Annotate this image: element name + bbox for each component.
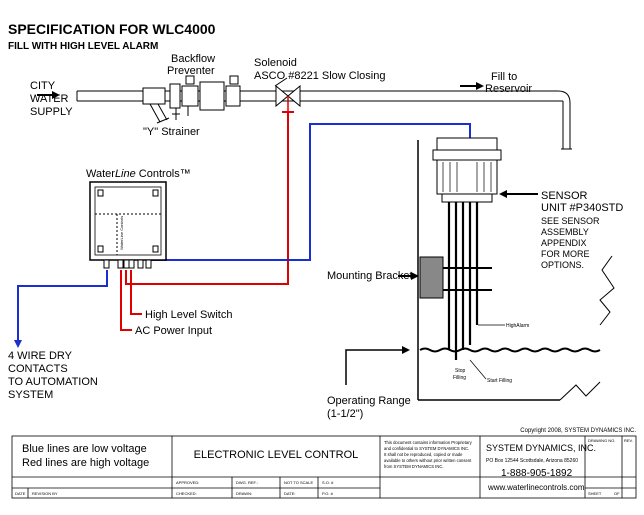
legend-red: Red lines are high voltage (22, 457, 149, 469)
date-col-header: DATE (15, 491, 26, 496)
sensor-label-5: APPENDIX (541, 238, 587, 248)
city-label-2: WATER (30, 93, 69, 105)
sensor-arrowhead (499, 190, 507, 198)
backflow-label-1: Backflow (171, 53, 215, 65)
revision-by-header: REVISION BY (32, 491, 58, 496)
high-level-switch-label: High Level Switch (145, 309, 232, 321)
approved-field: APPROVED: (176, 480, 199, 485)
mounting-bracket-label: Mounting Bracket (327, 270, 413, 282)
sensor-label-6: FOR MORE (541, 249, 590, 259)
page-title: SPECIFICATION FOR WLC4000 (8, 21, 216, 37)
company-website: www.waterlinecontrols.com (487, 483, 585, 492)
high-alarm-label: HighAlarm (506, 323, 529, 329)
start-filling-pointer (469, 359, 487, 380)
ac-power-label: AC Power Input (135, 325, 212, 337)
strainer-label: "Y" Strainer (143, 126, 200, 138)
high-level-switch-wire (130, 270, 142, 315)
sensor-label-7: OPTIONS. (541, 260, 584, 270)
contacts-label-1: 4 WIRE DRY (8, 350, 73, 362)
fill-label-1: Fill to (491, 71, 517, 83)
notice-line-2: and confidential to SYSTEM DYNAMICS INC. (384, 446, 469, 451)
stop-filling-label-1: Stop (455, 368, 466, 374)
contacts-label-3: TO AUTOMATION (8, 376, 98, 388)
solenoid-valve (274, 77, 301, 113)
sensor-label-1: SENSOR (541, 190, 588, 202)
sheet-field: SHEET (588, 491, 602, 496)
high-voltage-wire-solenoid (125, 112, 289, 285)
city-label-1: CITY (30, 80, 56, 92)
stop-filling-label-2: Filling (453, 375, 466, 381)
company-phone: 1-888-905-1892 (501, 468, 573, 479)
city-label-3: SUPPLY (30, 106, 73, 118)
controls-title: WaterLine Controls™ (86, 168, 191, 180)
rev-field: REV. (624, 438, 633, 443)
backflow-label-2: Preventer (167, 65, 215, 77)
notice-line-3: It shall not be reproduced, copied or ma… (384, 452, 463, 457)
flow-arrows (37, 82, 484, 99)
drawing-title: ELECTRONIC LEVEL CONTROL (194, 449, 359, 461)
drawn-field: DRAWN: (236, 491, 252, 496)
sensor-label-2: UNIT #P340STD (541, 202, 623, 214)
bracket-arrowhead (411, 272, 419, 280)
sensor-label-3: SEE SENSOR (541, 216, 600, 226)
solenoid-label-2: ASCO #8221 Slow Closing (254, 70, 385, 82)
contacts-label-4: SYSTEM (8, 389, 53, 401)
low-voltage-wire-sensor (150, 123, 471, 261)
of-field: OF (614, 491, 620, 496)
company-name: SYSTEM DYNAMICS, INC. (486, 443, 596, 453)
sensor-label-4: ASSEMBLY (541, 227, 589, 237)
page-subtitle: FILL WITH HIGH LEVEL ALARM (8, 41, 158, 52)
panel-side-text: WaterLine Controls (119, 216, 124, 250)
date-field: DATE: (284, 491, 295, 496)
range-pointer (345, 349, 403, 385)
start-filling-label: Start Filling (487, 378, 512, 384)
notice-line-4: available to others without prior writte… (384, 458, 472, 463)
so-field: S.O. # (322, 480, 334, 485)
solenoid-label-1: Solenoid (254, 57, 297, 69)
sensor-unit (419, 137, 505, 360)
notice-line-1: This document contains information Propr… (384, 440, 473, 445)
notice-line-5: from SYSTEM DYNAMICS INC. (384, 464, 444, 469)
automation-arrow (14, 340, 22, 348)
contacts-label-2: CONTACTS (8, 363, 68, 375)
low-voltage-wire-automation (17, 270, 108, 340)
reservoir-tank (417, 140, 615, 401)
backflow-preventer (169, 75, 241, 120)
range-label-1: Operating Range (327, 395, 411, 407)
fill-label-2: Reservoir (485, 83, 532, 95)
legend-blue: Blue lines are low voltage (22, 443, 147, 455)
y-strainer (142, 87, 170, 124)
water-surface (419, 347, 601, 353)
range-label-2: (1-1/2") (327, 408, 363, 420)
ac-power-wire (120, 270, 132, 331)
copyright-text: Copyright 2008, SYSTEM DYNAMICS INC. (520, 428, 636, 434)
po-field: P.O. # (322, 491, 334, 496)
controls-panel: WaterLine Controls (89, 181, 167, 269)
dwg-ref-field: DWG. REF.: (236, 480, 258, 485)
drawing-no-field: DRAWING NO. (588, 438, 615, 443)
not-to-scale-field: NOT TO SCALE (284, 480, 313, 485)
title-block (11, 435, 637, 499)
range-arrowhead (402, 346, 410, 354)
checked-field: CHECKED: (176, 491, 197, 496)
company-address: PO Box 12544 Scottsdale, Arizona 85260 (486, 458, 578, 464)
